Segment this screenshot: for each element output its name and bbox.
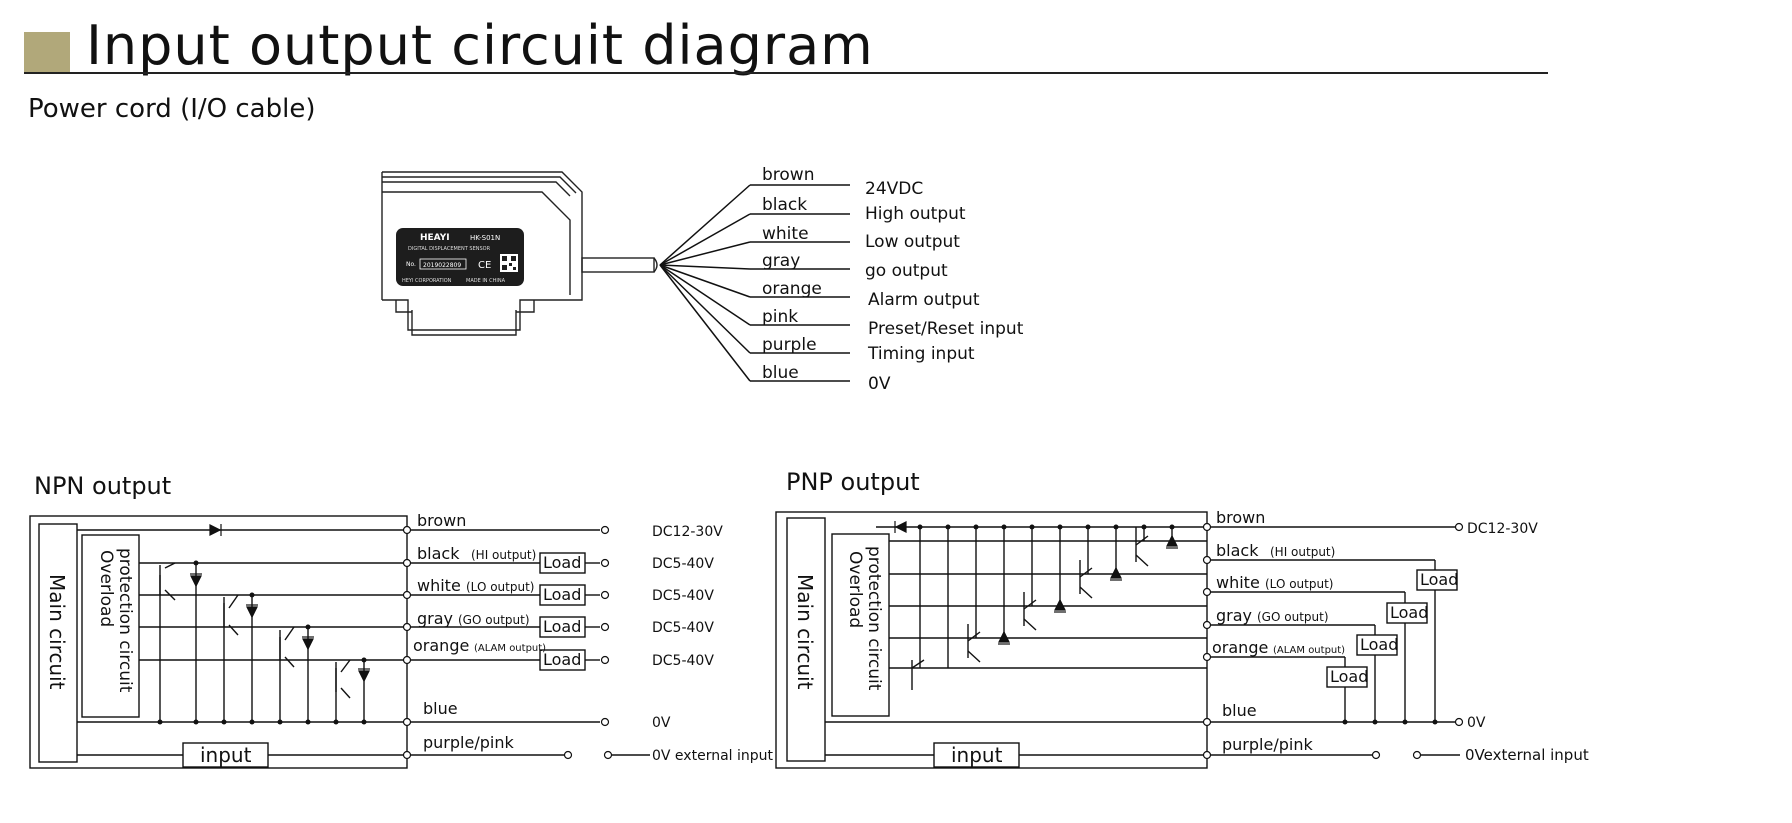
pnp-blue-label: blue <box>1222 701 1257 720</box>
npn-white-note: (LO output) <box>466 580 534 594</box>
npn-section-title: NPN output <box>34 472 172 500</box>
page-subtitle: Power cord (I/O cable) <box>28 94 316 124</box>
pnp-purple-pink-label: purple/pink <box>1222 735 1313 754</box>
pnp-input-label: input <box>951 743 1003 767</box>
pnp-orange-note: (ALAM output) <box>1273 645 1345 656</box>
npn-supply-label: DC12-30V <box>652 524 723 540</box>
wire-color-labels: brown black white gray orange pink purpl… <box>762 165 822 383</box>
npn-overload-label-2: protection circuit <box>115 548 135 693</box>
wire-function-timing: Timing input <box>867 344 975 364</box>
npn-external-input-label: 0V external input <box>652 748 774 764</box>
npn-load-hi: Load <box>543 553 581 572</box>
pnp-load-hi: Load <box>1420 570 1458 589</box>
npn-blue-label: blue <box>423 699 458 718</box>
sensor-model: HK-S01N <box>470 234 500 242</box>
pnp-gray-note: (GO output) <box>1257 610 1329 624</box>
wire-function-labels: 24VDC High output Low output go output A… <box>865 179 1024 394</box>
sensor-brand: HEAYI <box>420 233 450 243</box>
pnp-overload-label-2: protection circuit <box>864 546 884 691</box>
wire-color-blue: blue <box>762 363 799 383</box>
npn-main-circuit-label: Main circuit <box>45 574 69 690</box>
pnp-supply-label: DC12-30V <box>1467 521 1538 537</box>
pnp-labels: brown black (HI output) white (LO output… <box>793 508 1589 767</box>
npn-0v-label: 0V <box>652 715 671 731</box>
pnp-load-lo: Load <box>1390 603 1428 622</box>
wire-function-high: High output <box>865 204 966 224</box>
npn-black-note: (HI output) <box>471 548 536 562</box>
npn-load-go: Load <box>543 617 581 636</box>
npn-load-lo: Load <box>543 585 581 604</box>
wire-color-black: black <box>762 195 807 215</box>
pnp-section-title: PNP output <box>786 468 920 496</box>
wire-color-white: white <box>762 224 809 244</box>
npn-black-label: black <box>417 544 460 563</box>
npn-gray-note: (GO output) <box>458 613 530 627</box>
wire-color-gray: gray <box>762 251 800 271</box>
pnp-circuit <box>775 511 1460 769</box>
pnp-gray-label: gray <box>1216 606 1252 625</box>
wire-function-0v: 0V <box>868 374 891 394</box>
sensor-serial: 2019022809 <box>423 262 461 269</box>
wire-color-purple: purple <box>762 335 817 355</box>
npn-terminals <box>402 525 613 760</box>
pnp-overload-label-1: Overload <box>845 551 865 628</box>
pnp-white-note: (LO output) <box>1265 577 1333 591</box>
pnp-load-alarm: Load <box>1330 667 1368 686</box>
title-accent-block <box>24 32 70 72</box>
npn-load-supply-alarm: DC5-40V <box>652 653 714 669</box>
npn-load-supply-go: DC5-40V <box>652 620 714 636</box>
wire-function-preset: Preset/Reset input <box>868 319 1024 339</box>
sensor-footer-left: HEYI CORPORATION <box>402 278 452 284</box>
npn-overload-label-1: Overload <box>96 550 116 627</box>
wire-function-go: go output <box>865 261 948 281</box>
pnp-main-circuit-label: Main circuit <box>793 574 817 690</box>
npn-diodes <box>190 524 370 683</box>
wire-function-24vdc: 24VDC <box>865 179 923 199</box>
wire-function-low: Low output <box>865 232 960 252</box>
wire-function-alarm: Alarm output <box>868 290 980 310</box>
wire-color-brown: brown <box>762 165 815 185</box>
npn-brown-label: brown <box>417 511 466 530</box>
pnp-terminals <box>1202 522 1464 760</box>
wire-color-orange: orange <box>762 279 822 299</box>
sensor-no-label: No. <box>406 261 416 268</box>
npn-junctions <box>157 560 367 725</box>
ce-mark: CE <box>478 260 491 271</box>
pnp-load-go: Load <box>1360 635 1398 654</box>
pnp-black-label: black <box>1216 541 1259 560</box>
npn-orange-label: orange <box>413 636 469 655</box>
pnp-brown-label: brown <box>1216 508 1265 527</box>
page-title: Input output circuit diagram <box>86 14 874 77</box>
npn-orange-note: (ALAM output) <box>474 643 546 654</box>
npn-gray-label: gray <box>417 609 453 628</box>
npn-load-alarm: Load <box>543 650 581 669</box>
pnp-white-label: white <box>1216 573 1260 592</box>
pnp-black-note: (HI output) <box>1270 545 1335 559</box>
pnp-diodes <box>894 521 1178 645</box>
sensor-footer-right: MADE IN CHINA <box>466 278 506 284</box>
wire-color-pink: pink <box>762 307 798 327</box>
npn-transistors <box>159 565 337 692</box>
sensor-drawing <box>381 171 658 336</box>
pnp-external-input-label: 0Vexternal input <box>1465 746 1589 764</box>
sensor-label-plate <box>396 228 524 286</box>
sensor-description: DIGITAL DISPLACEMENT SENSOR <box>408 246 491 252</box>
pnp-0v-label: 0V <box>1467 715 1486 731</box>
npn-input-label: input <box>200 743 252 767</box>
npn-load-supply-hi: DC5-40V <box>652 556 714 572</box>
npn-white-label: white <box>417 576 461 595</box>
pnp-orange-label: orange <box>1212 638 1268 657</box>
npn-labels: brown black (HI output) white (LO output… <box>45 511 774 767</box>
npn-purple-pink-label: purple/pink <box>423 733 514 752</box>
pnp-junctions <box>917 524 1438 725</box>
title-rule <box>24 72 1548 74</box>
cable-fanout <box>659 184 850 382</box>
npn-circuit <box>29 515 650 769</box>
npn-load-supply-lo: DC5-40V <box>652 588 714 604</box>
